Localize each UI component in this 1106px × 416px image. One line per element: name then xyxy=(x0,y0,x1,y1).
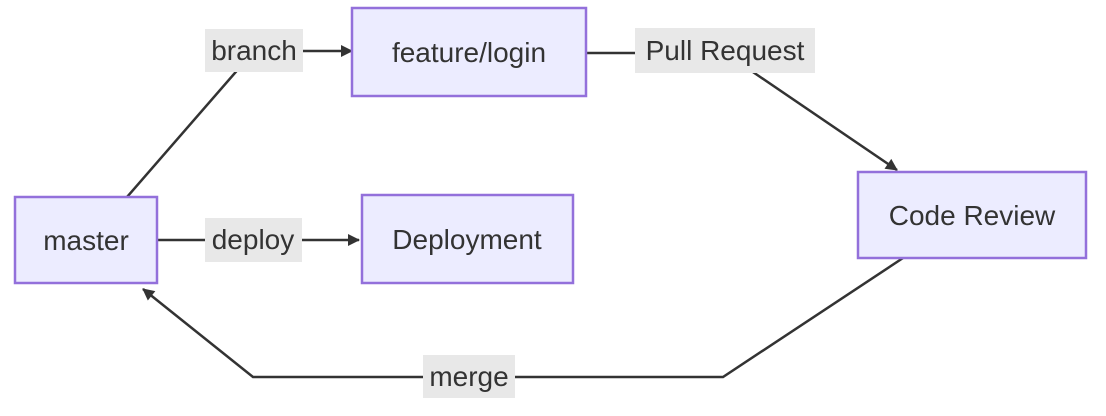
node-code-review-label: Code Review xyxy=(889,200,1056,231)
node-code-review: Code Review xyxy=(856,170,1088,260)
edge-label-merge: merge xyxy=(429,361,508,392)
edge-labels-layer: branch Pull Request deploy merge xyxy=(205,28,815,398)
edge-label-bg-merge xyxy=(423,355,515,398)
node-deployment-box xyxy=(360,193,575,285)
node-feature-login-box xyxy=(350,6,588,98)
edge-label-deploy: deploy xyxy=(212,224,295,255)
node-code-review-box xyxy=(856,170,1088,260)
edge-label-bg-branch xyxy=(205,29,303,72)
edge-label-pull-request: Pull Request xyxy=(646,35,805,66)
node-deployment: Deployment xyxy=(360,193,575,285)
edge-label-bg-deploy xyxy=(205,218,302,262)
node-deployment-label: Deployment xyxy=(392,224,542,255)
node-master: master xyxy=(13,195,159,285)
node-feature-login: feature/login xyxy=(350,6,588,98)
node-master-box xyxy=(13,195,159,285)
edge-label-bg-pull-request xyxy=(635,28,815,73)
edge-label-branch: branch xyxy=(211,35,297,66)
node-feature-login-label: feature/login xyxy=(392,37,546,68)
edge-branch xyxy=(126,45,353,198)
node-master-label: master xyxy=(43,225,129,256)
nodes-layer: master feature/login Deployment Code Rev… xyxy=(13,6,1088,285)
